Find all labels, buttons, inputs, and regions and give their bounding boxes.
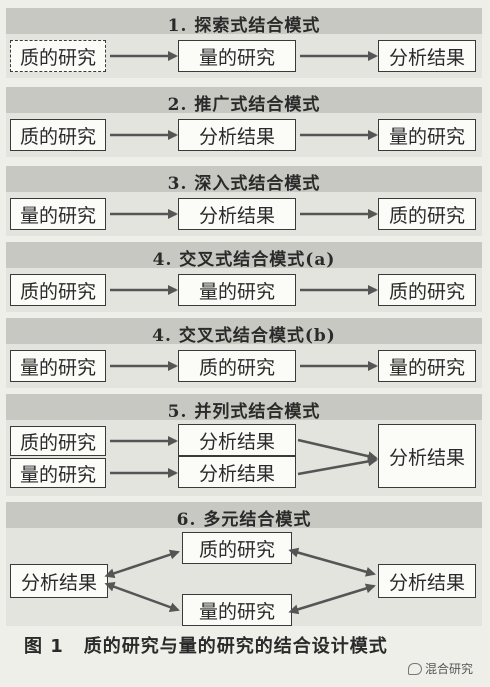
box-result: 分析结果 [178,198,296,230]
panel-title: 6. 多元结合模式 [176,510,312,530]
box-qualitative: 质的研究 [378,198,476,230]
box-qualitative: 质的研究 [10,119,106,151]
panel-title-band [6,318,482,344]
box-qualitative: 质的研究 [10,426,106,456]
panel-cross-b: 4. 交叉式结合模式(b) 量的研究 质的研究 量的研究 [6,318,482,388]
panel-extension: 2. 推广式结合模式 质的研究 分析结果 量的研究 [6,87,482,157]
panel-title-band [6,87,482,113]
panel-title-band [6,166,482,192]
box-result-left: 分析结果 [10,564,108,598]
watermark-text: 混合研究 [425,662,474,676]
box-result-right: 分析结果 [378,564,476,598]
panel-title: 2. 推广式结合模式 [167,95,321,115]
figure-caption: 图 1 质的研究与量的研究的结合设计模式 [24,632,388,658]
panel-title: 5. 并列式结合模式 [167,402,321,422]
box-quantitative: 量的研究 [182,594,292,626]
panel-title-band [6,394,482,420]
panel-title: 4. 交叉式结合模式(b) [152,326,336,346]
box-result: 分析结果 [378,40,476,72]
figure-caption-text: 质的研究与量的研究的结合设计模式 [83,636,388,657]
box-quantitative: 量的研究 [378,119,476,151]
box-quantitative: 量的研究 [10,350,106,382]
figure-number: 图 1 [24,636,64,657]
box-quantitative: 量的研究 [178,40,296,72]
box-quantitative: 量的研究 [378,350,476,382]
box-qualitative: 质的研究 [10,40,106,72]
chat-bubble-icon [408,662,422,675]
panel-exploratory: 1. 探索式结合模式 质的研究 量的研究 分析结果 [6,8,482,78]
panel-parallel: 5. 并列式结合模式 质的研究 量的研究 分析结果 分析结果 分析结果 [6,394,482,496]
panel-title-band [6,242,482,268]
box-result-lower: 分析结果 [178,456,296,488]
box-qualitative: 质的研究 [178,350,296,382]
box-qualitative: 质的研究 [10,274,106,306]
panel-cross-a: 4. 交叉式结合模式(a) 质的研究 量的研究 质的研究 [6,242,482,312]
panel-title: 4. 交叉式结合模式(a) [152,250,336,270]
panel-title-band [6,502,482,528]
panel-deepening: 3. 深入式结合模式 量的研究 分析结果 质的研究 [6,166,482,236]
box-result: 分析结果 [178,119,296,151]
panel-title-band [6,8,482,34]
watermark: 混合研究 [408,660,473,677]
box-quantitative: 量的研究 [178,274,296,306]
box-quantitative: 量的研究 [10,198,106,230]
box-result-final: 分析结果 [378,424,476,488]
box-quantitative: 量的研究 [10,458,106,488]
box-result-upper: 分析结果 [178,424,296,456]
panel-title: 1. 探索式结合模式 [167,16,321,36]
box-qualitative: 质的研究 [378,274,476,306]
panel-title: 3. 深入式结合模式 [167,174,321,194]
box-qualitative: 质的研究 [182,532,292,564]
panel-multiple: 6. 多元结合模式 质的研究 分析结果 分析结果 量的研究 [6,502,482,626]
